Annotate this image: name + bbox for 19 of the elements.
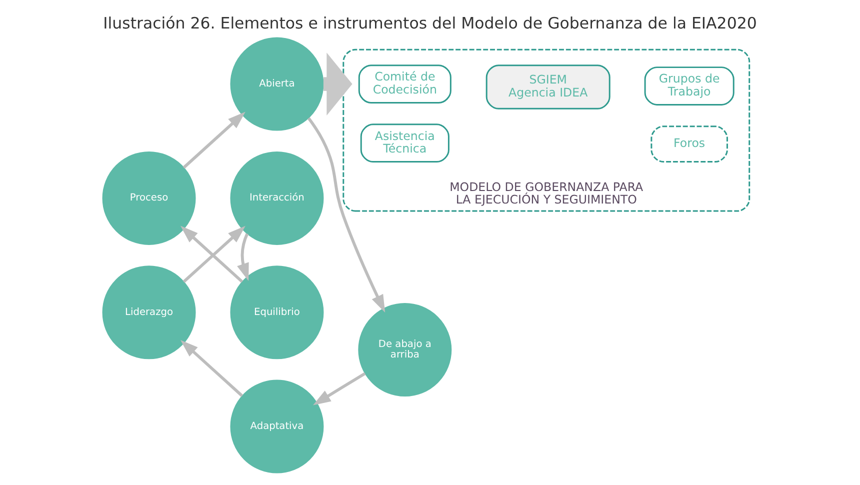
node-circle: Adaptativa	[230, 380, 324, 474]
node-box: Asistencia Técnica	[360, 124, 450, 163]
arrow	[237, 233, 249, 281]
diagram-title: Ilustración 26. Elementos e instrumentos del Modelo de Gobernanza de la EIA2020	[103, 14, 757, 33]
arrow	[307, 117, 386, 313]
node-circle: De abajo a arriba	[358, 303, 452, 397]
node-circle: Proceso	[102, 151, 196, 245]
node-box: SGIEM Agencia IDEA	[486, 64, 610, 110]
arrow	[323, 52, 352, 116]
arrow	[180, 340, 244, 397]
node-box: Grupos de Trabajo	[644, 66, 734, 106]
node-circle: Interacción	[230, 151, 324, 245]
arrow	[182, 112, 246, 169]
node-box: Comité de Codecisión	[358, 64, 452, 104]
node-circle: Liderazgo	[102, 266, 196, 360]
node-box: Foros	[650, 126, 728, 163]
arrow	[312, 372, 366, 406]
node-circle: Equilibrio	[230, 266, 324, 360]
node-circle: Abierta	[230, 37, 324, 131]
